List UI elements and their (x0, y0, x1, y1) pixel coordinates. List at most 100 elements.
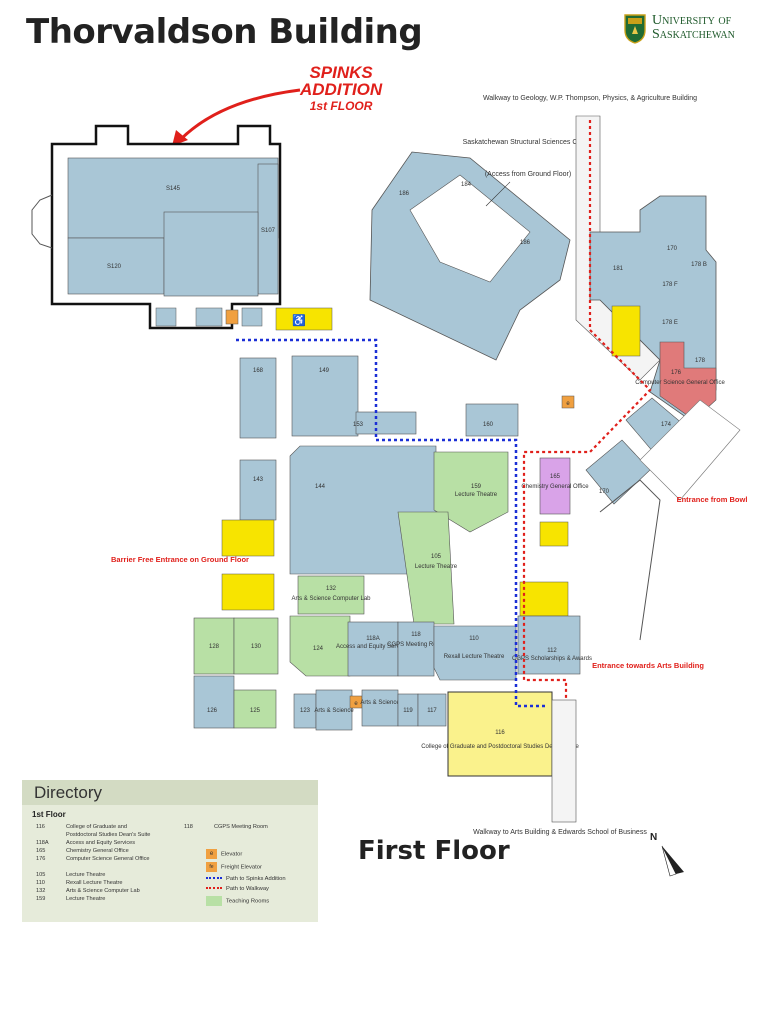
directory-entry-text: Arts & Science Computer Lab (66, 888, 140, 894)
freight-swatch: fe (206, 862, 217, 872)
room-label-105-sub: Lecture Theatre (415, 564, 458, 570)
room-label-130: 130 (251, 644, 262, 650)
legend-freight: fe Freight Elevator (206, 862, 262, 872)
room-153 (355, 411, 417, 435)
directory-entry-text: Lecture Theatre (66, 896, 106, 902)
room-123b (315, 689, 353, 731)
north-arrow: N (650, 832, 684, 877)
room-label-s145: S145 (166, 186, 181, 192)
barrier-free-label: Barrier Free Entrance on Ground Floor (111, 555, 249, 564)
directory-entry: 159 Lecture Theatre (36, 896, 105, 903)
legend-spinks-path: Path to Spinks Addition (206, 876, 286, 882)
bowl-steps (639, 399, 741, 501)
room-label-144: 144 (315, 484, 326, 490)
directory-entry-num: 159 (36, 896, 46, 902)
directory-entry: Postdoctoral Studies Dean's Suite (36, 832, 150, 839)
elevator-spinks (225, 309, 239, 325)
spinks-arrow (178, 88, 301, 142)
room-label-178f: 178 F (662, 282, 678, 288)
room-label-110: 110 (469, 636, 479, 642)
sssc-name: Saskatchewan Structural Sciences Centre (463, 139, 594, 146)
floor-label: First Floor (358, 836, 510, 866)
room-label-123b: Arts & Science (314, 708, 354, 714)
room-label-123: 123 (300, 708, 311, 714)
room-label-178: 178 (695, 358, 706, 364)
room-label-176: 176 (671, 370, 682, 376)
room-112 (517, 615, 581, 675)
room-143 (239, 459, 277, 521)
walkway-bottom-corridor (551, 699, 577, 823)
washroom-west-2 (221, 573, 275, 611)
room-159 (433, 451, 509, 533)
room-label-184: 184 (461, 182, 472, 188)
directory-entry-text: Chemistry General Office (66, 848, 129, 854)
entrance-arts-label: Entrance towards Arts Building (592, 661, 704, 670)
university-name: University of Saskatchewan (652, 14, 735, 42)
room-label-170: 170 (667, 246, 678, 252)
room-label-125: 125 (250, 708, 261, 714)
room-label-128: 128 (209, 644, 220, 650)
legend-freight-label: Freight Elevator (221, 864, 262, 871)
sssc-pointer (485, 181, 511, 207)
room-149 (291, 355, 359, 437)
room-label-112-sub: CGPS Scholarships & Awards (512, 656, 592, 662)
room-110 (433, 625, 517, 681)
room-label-118a-sub: Access and Equity Services (336, 644, 410, 650)
room-label-181: 181 (613, 266, 624, 272)
room-label-116: 116 (495, 730, 505, 736)
room-label-174: 174 (661, 422, 672, 428)
room-130 (233, 617, 279, 675)
teaching-swatch (206, 896, 222, 906)
spinks-addition-callout: SPINKS ADDITION 1st FLOOR (300, 64, 382, 115)
room-label-176-sub: Computer Science General Office (635, 380, 725, 386)
spinks-line2: ADDITION (300, 80, 383, 99)
university-line2: Saskatchewan (652, 27, 735, 42)
room-label-110-sub: Rexall Lecture Theatre (444, 654, 505, 660)
university-line1: University of (652, 13, 732, 28)
legend-walkway-path: Path to Walkway (206, 886, 269, 892)
directory-entry-num: 116 (36, 824, 45, 830)
legend-elevator: e Elevator (206, 849, 242, 859)
elevator-swatch: e (206, 849, 217, 859)
room-label-168: 168 (253, 368, 264, 374)
elevator-center-glyph: e (566, 401, 570, 407)
room-label-s107: S107 (261, 228, 276, 234)
directory-entry-num: 110 (36, 880, 45, 886)
directory-entry-num: 105 (36, 872, 46, 878)
room-label-186b: 186 (520, 240, 531, 246)
room-spinks-bottom-2 (195, 307, 223, 327)
room-label-178b: 178 B (691, 262, 707, 268)
walkway-path-swatch (206, 887, 222, 890)
legend-elevator-label: Elevator (221, 851, 243, 858)
sssc-courtyard (409, 174, 531, 283)
room-s-mid (163, 211, 259, 297)
room-label-117: 117 (427, 708, 437, 714)
room-spinks-bottom-3 (241, 307, 263, 327)
elevator-center (561, 395, 575, 409)
room-119b (361, 689, 399, 727)
room-label-132-sub: Arts & Science Computer Lab (291, 596, 371, 602)
spinks-line1: SPINKS (309, 63, 373, 82)
room-spinks-bottom-1 (155, 307, 177, 327)
room-label-124: 124 (313, 646, 324, 652)
spinks-path-swatch (206, 877, 222, 880)
directory-title: Directory (34, 783, 103, 802)
legend-walkway-path-label: Path to Walkway (226, 886, 269, 892)
directory-subtitle: 1st Floor (32, 810, 66, 819)
directory-entry-num: 132 (36, 888, 46, 894)
washroom-east (611, 305, 641, 357)
room-label-143: 143 (253, 477, 264, 483)
directory-entry-num: 118 (184, 824, 193, 830)
directory-header: Directory (22, 780, 318, 805)
room-label-165: 165 (550, 474, 561, 480)
room-160 (465, 403, 519, 437)
room-label-118-sub: CGPS Meeting Room (387, 642, 445, 648)
room-118a (347, 621, 399, 677)
directory-entry-text: Access and Equity Services (66, 840, 136, 846)
washroom-east-2 (539, 521, 569, 547)
